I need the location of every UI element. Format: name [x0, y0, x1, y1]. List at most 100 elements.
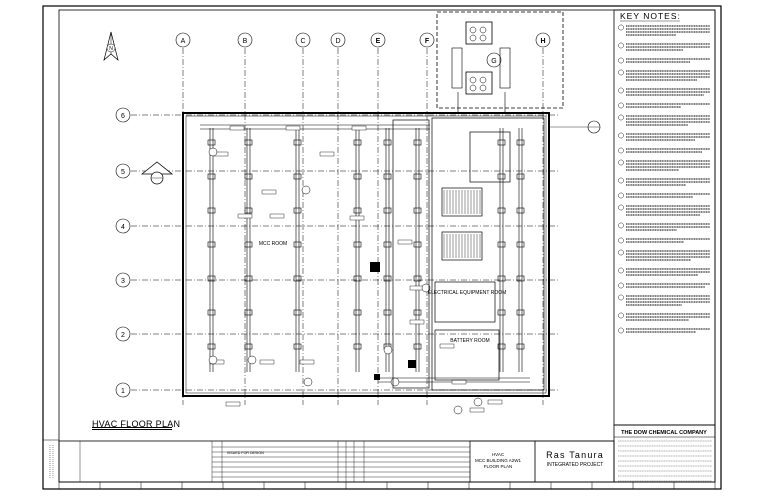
detail-tag: G	[491, 58, 496, 65]
equipment-tag-6	[237, 213, 253, 219]
grid-bubble-5: 5	[115, 163, 131, 179]
room-label: MCC ROOM	[259, 241, 287, 247]
equipment-tag-18	[469, 407, 485, 413]
wall-features	[370, 262, 416, 380]
key-note-20	[618, 312, 710, 321]
grid-bubble-6: 6	[115, 107, 131, 123]
key-note-17	[618, 267, 710, 276]
section-marker-icon	[140, 161, 174, 185]
grid-bubble-1: 1	[115, 382, 131, 398]
duct-callout-1	[208, 355, 218, 365]
duct-callout-9	[247, 355, 257, 365]
key-note-12	[618, 192, 710, 199]
equipment-tag-4	[319, 151, 335, 157]
grid-label-h: H	[540, 38, 545, 45]
sheet-title-discipline: HVAC	[492, 452, 505, 457]
equipment-tag-12	[439, 343, 455, 349]
key-note-4	[618, 69, 710, 81]
client-name: THE DOW CHEMICAL COMPANY	[621, 430, 707, 436]
grid-column-bubbles: A B C D E F H	[175, 32, 551, 48]
electrical-rooms	[392, 117, 545, 391]
grid-label-2: 2	[121, 332, 125, 339]
grid-label-4: 4	[121, 224, 125, 231]
key-notes-title: KEY NOTES:	[620, 11, 681, 21]
key-notes-panel: KEY NOTES:	[613, 9, 716, 426]
equipment-tag-17	[487, 399, 503, 405]
grid-bubble-d: D	[330, 32, 346, 48]
key-note-21	[618, 327, 710, 334]
sheet-title-view: FLOOR PLAN	[484, 464, 513, 469]
stair-hatching	[443, 190, 481, 258]
key-note-3	[618, 57, 710, 64]
grid-bubble-b: B	[237, 32, 253, 48]
left-stamp-text	[49, 445, 54, 478]
equipment-tag-7	[269, 213, 285, 219]
room-label-battery: BATTERY ROOM	[450, 338, 489, 344]
plan-title-underline	[92, 427, 172, 428]
grid-lines-vertical	[182, 48, 544, 405]
grid-label-c: C	[300, 38, 305, 45]
revision-description: ISSUED FOR DESIGN	[227, 451, 264, 455]
key-note-10	[618, 159, 710, 171]
duct-callout-6	[453, 405, 463, 415]
grid-label-d: D	[335, 38, 340, 45]
equipment-tag-5	[261, 189, 277, 195]
grid-bubble-4: 4	[115, 218, 131, 234]
key-note-16	[618, 249, 710, 261]
grid-label-b: B	[243, 38, 248, 45]
grid-label-6: 6	[121, 113, 125, 120]
key-note-5	[618, 87, 710, 96]
grid-lines-horizontal	[131, 114, 560, 391]
grid-label-1: 1	[121, 388, 125, 395]
key-note-19	[618, 294, 710, 306]
title-block: THE DOW CHEMICAL COMPANY	[613, 424, 716, 483]
grid-bubble-3: 3	[115, 272, 131, 288]
building-outline	[182, 112, 550, 397]
equipment-tags	[208, 125, 503, 415]
grid-label-f: F	[425, 38, 430, 45]
key-note-13	[618, 204, 710, 216]
duct-callout-7	[421, 283, 431, 293]
duct-callout-3	[303, 377, 313, 387]
equipment-tag-8	[349, 215, 365, 221]
duct-callout-4	[390, 377, 400, 387]
revision-block: ISSUED FOR DESIGN Ras Tanura INTEGRATED …	[58, 440, 615, 483]
key-note-2	[618, 42, 710, 51]
key-note-11	[618, 177, 710, 186]
building-inner-wall	[185, 115, 547, 394]
grid-bubble-h: H	[535, 32, 551, 48]
section-marker-right-icon	[549, 120, 601, 134]
grid-bubble-a: A	[175, 32, 191, 48]
key-note-18	[618, 282, 710, 289]
north-label: N	[109, 46, 113, 52]
duct-callout-2	[301, 185, 311, 195]
equipment-tag-11	[409, 319, 425, 325]
duct-callout-5	[473, 397, 483, 407]
inner-border	[58, 9, 716, 483]
key-note-15	[618, 237, 710, 244]
key-note-6	[618, 102, 710, 109]
rooftop-equipment-area: G	[436, 11, 564, 112]
grid-bubble-c: C	[295, 32, 311, 48]
north-arrow-icon: N	[103, 31, 119, 61]
key-note-8	[618, 132, 710, 141]
duct-callout-0	[208, 147, 218, 157]
grid-bubble-2: 2	[115, 326, 131, 342]
key-note-1	[618, 24, 710, 36]
grid-label-e: E	[376, 38, 381, 45]
plan-title: HVAC FLOOR PLAN	[92, 414, 182, 430]
equipment-tag-16	[451, 379, 467, 385]
key-note-9	[618, 147, 710, 154]
room-label-electrical: ELECTRICAL EQUIPMENT ROOM	[428, 290, 507, 296]
equipment-tag-2	[351, 125, 367, 131]
outer-border	[42, 5, 722, 490]
key-note-14	[618, 222, 710, 231]
equipment-tag-9	[397, 239, 413, 245]
grid-label-3: 3	[121, 278, 125, 285]
equipment-tag-15	[299, 359, 315, 365]
plan-title-underline-2	[92, 429, 172, 430]
equipment-tag-0	[229, 125, 245, 131]
grid-row-bubbles: 6 5 4 3 2 1	[115, 107, 131, 398]
